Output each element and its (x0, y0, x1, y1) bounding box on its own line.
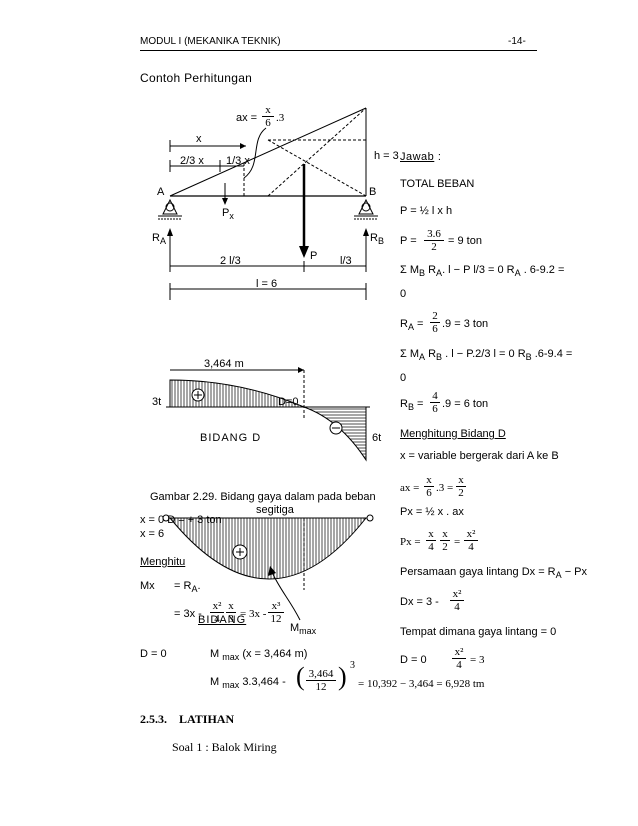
ra-label: RA (152, 232, 166, 247)
ra-tail: .9 = 3 ton (442, 318, 489, 330)
bidang-d-label: BIDANG D (200, 432, 262, 444)
sum-ma-line: Σ MA RB . l − P.2/3 l = 0 RB .6-9.4 = (400, 348, 573, 363)
dim-3464: 3,464 m (204, 358, 244, 370)
paren-left: ( (296, 662, 305, 691)
d0-line: D = 0 (140, 648, 167, 660)
ra-pre: RA = (400, 318, 424, 333)
mmax2-line: M max 3.3,464 - (210, 676, 286, 691)
ax-label: ax = (236, 112, 258, 124)
mx2-mid: = 3x - (240, 608, 267, 620)
header-rule (140, 50, 537, 51)
header-page-number: -14- (508, 36, 526, 47)
x6-line: x = 6 (140, 528, 165, 540)
px-label: Px (222, 207, 234, 222)
section-title: Contoh Perhitungan (140, 71, 253, 85)
shear-negative (303, 406, 367, 462)
rb-tail: .9 = 6 ton (442, 398, 489, 410)
shear-positive (169, 379, 305, 408)
header-left: MODUL I (MEKANIKA TEKNIK) (140, 36, 281, 47)
ax-frac-num: x (262, 104, 274, 117)
paren-right: ) (338, 662, 347, 691)
triangle-load-hypotenuse (169, 107, 367, 197)
px-eq-pre: Px = (400, 536, 421, 548)
l6-label: l = 6 (256, 278, 278, 290)
p-label: P (310, 250, 318, 262)
p-formula-2-tail: = 9 ton (448, 235, 482, 247)
shear-6t: 6t (372, 432, 382, 444)
ax-frac-den: 6 (265, 117, 271, 129)
mx-eq: = RA. (174, 580, 201, 595)
rb-label: RB (370, 232, 384, 247)
jawab-line: Jawab : (400, 151, 442, 163)
sum-mb-line: Σ MB RA. l − P l/3 = 0 RA . 6-9.2 = (400, 264, 565, 279)
mmax1-line: M max (x = 3,464 m) (210, 648, 308, 663)
rb-pre: RB = (400, 398, 424, 413)
bidang-m-label: BIDANG (198, 614, 247, 626)
ax-frac-tail: .3 (276, 112, 285, 124)
moment-diagram (168, 517, 368, 580)
mx-label: Mx (140, 580, 155, 592)
ax-eq-pre: ax = (400, 482, 420, 494)
x0-line: x = 0 D = + 3 ton (140, 514, 222, 526)
d0-right-tail: = 3 (470, 654, 485, 666)
mmax2-tail: = 10,392 − 3,464 = 6,928 tm (358, 678, 485, 690)
ax-fraction: x 6 (262, 104, 274, 129)
dx-pre: Dx = 3 - (400, 596, 439, 608)
total-beban: TOTAL BEBAN (400, 178, 475, 190)
tempat-line: Tempat dimana gaya lintang = 0 (400, 626, 557, 638)
px-line-1: Px = ½ x . ax (400, 506, 464, 518)
h-label: h = 3 (374, 150, 399, 162)
ax-eq-mid: .3 = (436, 482, 454, 494)
shear-3t: 3t (152, 396, 162, 408)
p-formula-2-pre: P = (400, 235, 417, 247)
zero-1: 0 (400, 288, 407, 300)
d0-right-pre: D = 0 (400, 654, 427, 666)
soal-1: Soal 1 : Balok Miring (172, 740, 277, 754)
menghitung-bidang-d: Menghitung Bidang D (400, 428, 506, 440)
mmax2-exponent: 3 (350, 660, 355, 671)
mmax-label: Mmax (290, 622, 317, 637)
support-b-label: B (369, 186, 377, 198)
zero-2: 0 (400, 372, 407, 384)
x-variable: x = variable bergerak dari A ke B (400, 450, 559, 462)
shear-d0: D=0 (278, 396, 299, 408)
mx2-pre: = 3x - (174, 608, 202, 620)
menghitung-partial: Menghitu (140, 556, 186, 568)
figure-caption: Gambar 2.29. Bidang gaya dalam pada beba… (150, 491, 376, 503)
support-a-label: A (157, 186, 165, 198)
one-third-x: 1/3 x (226, 155, 250, 167)
x-label: x (196, 133, 202, 145)
l3-label: l/3 (340, 255, 352, 267)
two-l3-label: 2 l/3 (220, 255, 241, 267)
figure-caption-2: segitiga (256, 504, 294, 516)
latihan-heading: 2.5.3. LATIHAN (140, 712, 235, 726)
p-formula-1: P = ½ l x h (400, 205, 453, 217)
persamaan-gaya-lintang: Persamaan gaya lintang Dx = RA − Px (400, 566, 588, 581)
two-third-x: 2/3 x (180, 155, 204, 167)
px-eq-equals: = (454, 536, 461, 548)
